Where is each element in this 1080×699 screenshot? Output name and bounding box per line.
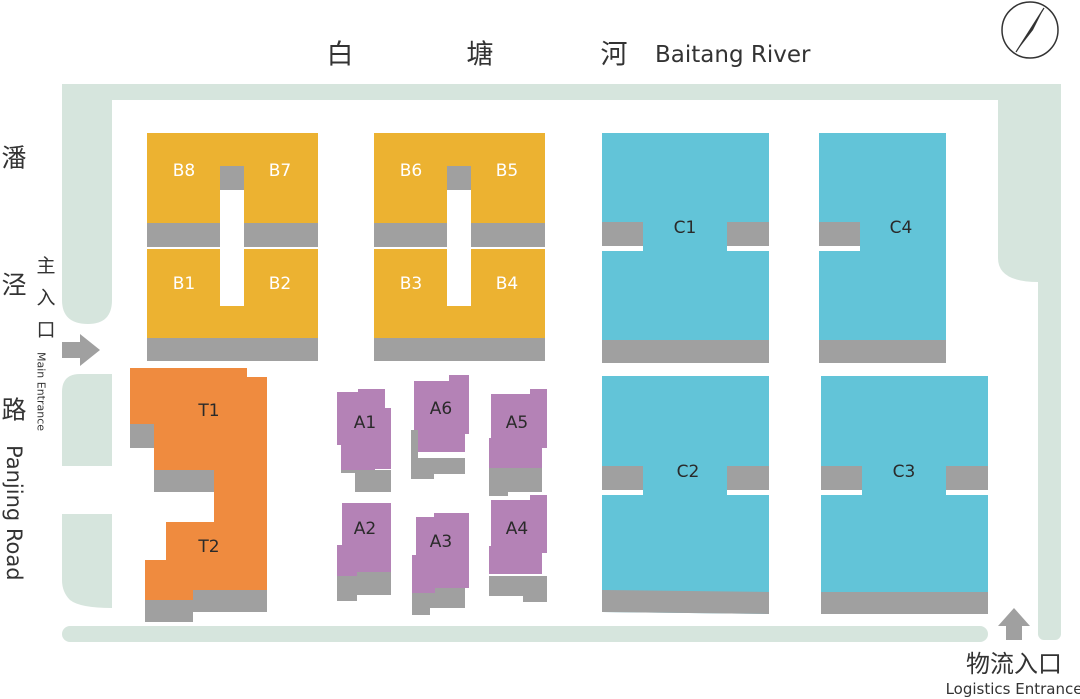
- building-label-c2: C2: [677, 462, 700, 482]
- building-label-b8: B8: [173, 161, 195, 181]
- building-label-t2: T2: [197, 537, 219, 557]
- river-label: 白 塘 河 Baitang River: [327, 40, 811, 71]
- building-label-a3: A3: [430, 532, 452, 552]
- river-char-3: 河: [601, 40, 628, 71]
- c-block-c1: [602, 133, 769, 363]
- logistics-entrance-cn: 物流入口: [966, 650, 1062, 678]
- river-name-en: Baitang River: [655, 42, 811, 68]
- b-block-left: [147, 133, 318, 361]
- a-block-a6: [411, 375, 469, 479]
- road-char-3: 路: [1, 396, 26, 425]
- main-entrance-arrow-icon: [62, 334, 100, 366]
- logistics-entrance-en: Logistics Entrance: [946, 680, 1080, 698]
- building-label-b4: B4: [496, 274, 518, 294]
- main-entrance-char-1: 主: [36, 255, 55, 277]
- building-labels: B8 B7 B6 B5 B1 B2 B3 B4 C1 C4 C2 C3 T1 T…: [173, 161, 916, 557]
- road-name-en: Panjing Road: [2, 445, 26, 581]
- building-label-a6: A6: [430, 399, 452, 419]
- a-block-a4: [489, 495, 547, 602]
- a-block-a2: [337, 503, 391, 601]
- b-block-right: [374, 133, 545, 361]
- road-char-2: 泾: [1, 271, 26, 300]
- road-char-1: 潘: [1, 144, 26, 173]
- river-char-1: 白: [327, 40, 354, 71]
- building-label-b1: B1: [173, 274, 195, 294]
- building-label-b5: B5: [496, 161, 518, 181]
- a-block-a5: [489, 389, 547, 496]
- logistics-entrance: 物流入口 Logistics Entrance: [946, 608, 1080, 698]
- building-label-a4: A4: [506, 519, 528, 539]
- a-block-a1: [337, 389, 391, 492]
- building-label-b3: B3: [400, 274, 422, 294]
- t-block: [130, 368, 267, 622]
- road-label: 潘 泾 路 Panjing Road: [1, 144, 26, 581]
- building-label-a1: A1: [354, 413, 376, 433]
- building-label-t1: T1: [197, 401, 219, 421]
- c-block-c3: [821, 376, 988, 614]
- building-label-b2: B2: [269, 274, 291, 294]
- compass-icon: [1001, 1, 1059, 59]
- perimeter-road: [62, 84, 1061, 642]
- river-char-2: 塘: [467, 40, 494, 71]
- building-label-b6: B6: [400, 161, 422, 181]
- building-label-a5: A5: [506, 413, 528, 433]
- building-label-a2: A2: [354, 519, 376, 539]
- building-label-c1: C1: [674, 218, 697, 238]
- main-entrance: 主 入 口 Main Entrance: [35, 255, 100, 431]
- building-label-b7: B7: [269, 161, 291, 181]
- building-label-c3: C3: [893, 462, 916, 482]
- building-label-c4: C4: [890, 218, 913, 238]
- c-block-c4: [819, 133, 946, 363]
- main-entrance-char-2: 入: [36, 287, 55, 309]
- main-entrance-char-3: 口: [36, 319, 55, 341]
- main-entrance-en: Main Entrance: [35, 352, 48, 431]
- c-block-c2: [602, 376, 769, 614]
- a-block-a3: [412, 513, 469, 615]
- logistics-entrance-arrow-icon: [998, 608, 1030, 640]
